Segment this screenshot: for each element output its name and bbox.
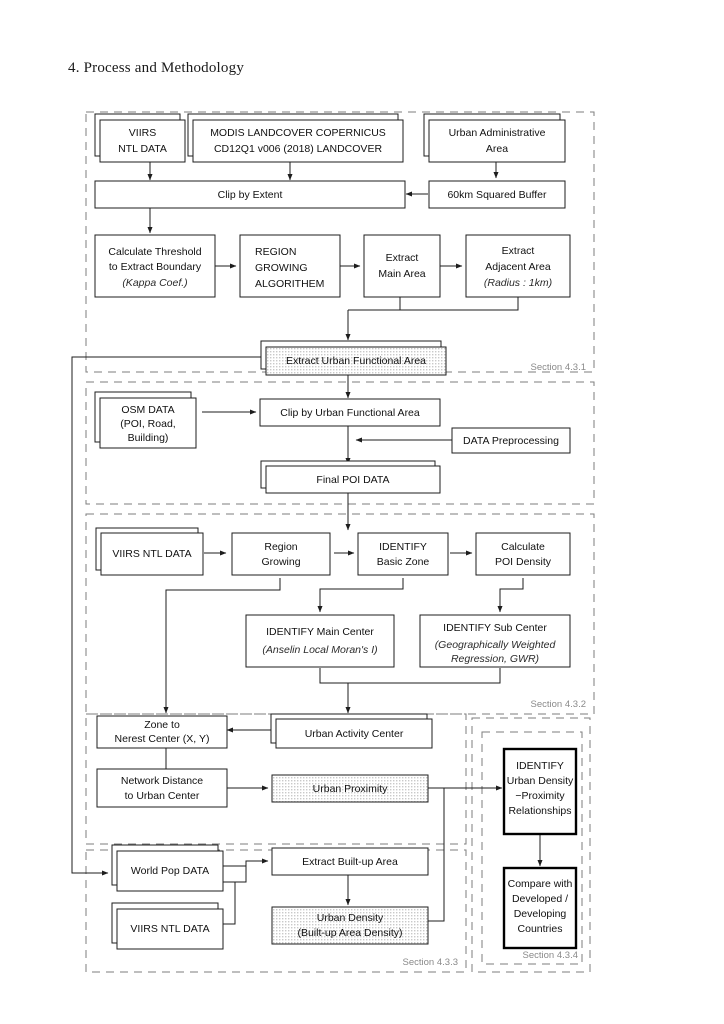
node-label: (POI, Road, [120,418,175,430]
node-label: Building) [128,432,169,444]
node-viirs-ntl-data-bottom[interactable]: VIIRS NTL DATA [111,902,224,950]
node-urban-density[interactable]: Urban Density (Built-up Area Density) [271,906,429,945]
node-label: Clip by Urban Functional Area [280,407,420,419]
node-label: Developing [514,908,567,920]
node-identify-sub-center[interactable]: IDENTIFY Sub Center (Geographically Weig… [419,614,571,668]
node-label: IDENTIFY Sub Center [443,622,547,634]
node-label: Extract [502,245,535,257]
node-label: Basic Zone [377,556,430,568]
node-label: DATA Preprocessing [463,435,559,447]
node-label: World Pop DATA [131,865,209,877]
node-label: Urban Administrative [449,127,546,139]
node-label: IDENTIFY [379,541,427,553]
node-label: Urban Density [507,775,574,787]
node-label: Urban Density [317,912,384,924]
node-extract-adjacent-area[interactable]: Extract Adjacent Area (Radius : 1km) [465,234,571,298]
section-label-432: Section 4.3.2 [531,699,586,710]
node-label: Final POI DATA [316,474,389,486]
node-label: IDENTIFY [516,760,564,772]
node-60km-squared-buffer[interactable]: 60km Squared Buffer [428,180,566,209]
node-data-preprocessing[interactable]: DATA Preprocessing [451,427,571,454]
node-label: Adjacent Area [485,261,551,273]
node-identify-urban-density-proximity-relationships[interactable]: IDENTIFY Urban Density −Proximity Relati… [502,747,578,836]
node-label: Area [486,143,508,155]
node-calculate-threshold[interactable]: Calculate Threshold to Extract Boundary … [94,234,216,298]
node-label: Extract Built-up Area [302,856,398,868]
node-region-growing-algorithem[interactable]: REGION GROWING ALGORITHEM [239,234,341,298]
node-sublabel: (Geographically Weighted [435,639,557,651]
node-label: OSM DATA [121,404,174,416]
node-osm-data[interactable]: OSM DATA (POI, Road, Building) [94,391,197,449]
region-poi-block [85,381,595,505]
page-title: 4. Process and Methodology [68,60,245,76]
node-label: (Built-up Area Density) [297,927,402,939]
node-viirs-ntl-data-middle[interactable]: VIIRS NTL DATA [95,527,204,576]
region-section-432 [85,513,595,715]
node-network-distance-to-urban-center[interactable]: Network Distance to Urban Center [96,768,228,808]
node-extract-built-up-area[interactable]: Extract Built-up Area [271,847,429,876]
node-label: Calculate [501,541,545,553]
node-label: Clip by Extent [218,189,283,201]
node-label: Network Distance [121,775,203,787]
node-urban-proximity[interactable]: Urban Proximity [271,774,429,803]
node-region-growing[interactable]: Region Growing [231,532,331,576]
node-label: Relationships [508,805,571,817]
node-viirs-ntl-data-top[interactable]: VIIRS NTL DATA [94,113,186,163]
node-label: Developed / [512,893,568,905]
node-label: to Urban Center [125,790,200,802]
node-clip-by-urban-functional-area[interactable]: Clip by Urban Functional Area [259,398,441,427]
node-label: MODIS LANDCOVER COPERNICUS [210,127,386,139]
node-label: VIIRS NTL DATA [130,923,209,935]
section-label-433: Section 4.3.3 [403,957,458,968]
section-label-434: Section 4.3.4 [523,950,578,961]
node-label: Compare with [508,878,573,890]
connectors [71,160,543,925]
node-label: to Extract Boundary [109,261,202,273]
node-label: Urban Activity Center [305,728,404,740]
node-clip-by-extent[interactable]: Clip by Extent [94,180,406,209]
node-label: Urban Proximity [313,783,388,795]
node-label: Calculate Threshold [108,246,201,258]
region-section-434-inner [481,731,583,965]
node-label: VIIRS [129,127,156,139]
node-label: GROWING [255,262,308,274]
node-label: Countries [518,923,563,935]
node-compare-developed-developing[interactable]: Compare with Developed / Developing Coun… [502,866,578,950]
node-urban-administrative-area[interactable]: Urban Administrative Area [423,113,566,163]
node-label: REGION [255,246,296,258]
node-label: Growing [261,556,300,568]
node-label: IDENTIFY Main Center [266,626,374,638]
node-label: −Proximity [515,790,565,802]
node-world-pop-data[interactable]: World Pop DATA [111,844,224,892]
node-identify-main-center[interactable]: IDENTIFY Main Center (Anselin Local Mora… [245,614,395,668]
node-label: VIIRS NTL DATA [112,548,191,560]
section-label-431: Section 4.3.1 [531,362,586,373]
node-label: Main Area [378,268,425,280]
node-final-poi-data[interactable]: Final POI DATA [260,460,441,494]
node-label: NTL DATA [118,143,167,155]
node-modis-copernicus-landcover[interactable]: MODIS LANDCOVER COPERNICUS CD12Q1 v006 (… [187,113,404,163]
node-label: ALGORITHEM [255,278,324,290]
node-sublabel: Regression, GWR) [451,653,539,665]
node-label: Extract [386,252,419,264]
node-sublabel: (Radius : 1km) [484,277,552,289]
node-label: CD12Q1 v006 (2018) LANDCOVER [214,143,382,155]
node-calculate-poi-density[interactable]: Calculate POI Density [475,532,571,576]
node-sublabel: (Kappa Coef.) [122,277,187,289]
node-extract-main-area[interactable]: Extract Main Area [363,234,441,298]
node-label: POI Density [495,556,552,568]
node-zone-to-nearest-center[interactable]: Zone to Nerest Center (X, Y) [96,715,228,749]
region-section-434-outer [471,717,591,973]
node-urban-activity-center[interactable]: Urban Activity Center [270,713,433,749]
node-label: Zone to [144,719,180,731]
node-label: 60km Squared Buffer [447,189,547,201]
node-label: Region [264,541,297,553]
node-identify-basic-zone[interactable]: IDENTIFY Basic Zone [357,532,449,576]
node-label: Extract Urban Functional Area [286,355,426,367]
node-sublabel: (Anselin Local Moran's I) [262,644,377,656]
node-extract-urban-functional-area[interactable]: Extract Urban Functional Area [260,340,447,376]
node-label: Nerest Center (X, Y) [115,733,210,745]
